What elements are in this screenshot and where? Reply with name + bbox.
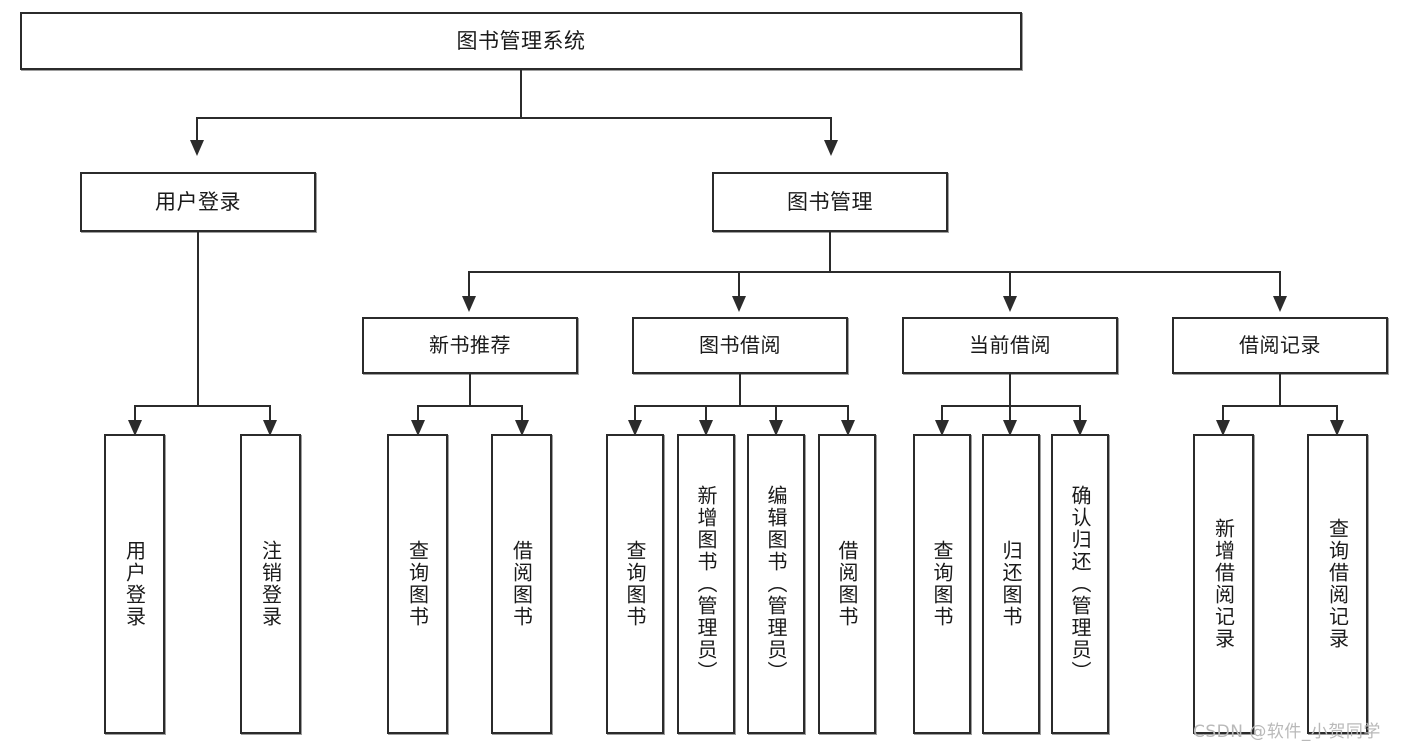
- arrowhead-to-leaf-borrow-record-2: [1330, 420, 1344, 436]
- arrowhead-to-leaf-current-borrow-1: [935, 420, 949, 436]
- node-root[interactable]: 图书管理系统: [20, 12, 1022, 70]
- leaf-book-borrow-3-label: 编辑图书（管理员）: [764, 485, 788, 683]
- connector-user-login-drop-1: [134, 405, 136, 423]
- connector-book-borrow-stem: [739, 374, 741, 406]
- arrowhead-to-leaf-book-borrow-1: [628, 420, 642, 436]
- leaf-current-borrow-1[interactable]: 查询图书: [913, 434, 971, 734]
- leaf-user-login-2-label: 注销登录: [258, 540, 283, 628]
- leaf-current-borrow-2[interactable]: 归还图书: [982, 434, 1040, 734]
- node-book-borrow[interactable]: 图书借阅: [632, 317, 848, 374]
- connector-borrow-record-bus: [1222, 405, 1337, 407]
- node-user-login[interactable]: 用户登录: [80, 172, 316, 232]
- connector-new-book-drop-2: [521, 405, 523, 423]
- arrowhead-to-leaf-book-borrow-2: [699, 420, 713, 436]
- leaf-book-borrow-4-label: 借阅图书: [835, 540, 859, 628]
- node-current-borrow[interactable]: 当前借阅: [902, 317, 1118, 374]
- arrowhead-to-book-borrow: [732, 296, 746, 312]
- arrowhead-to-user-login: [190, 140, 204, 156]
- leaf-current-borrow-2-label: 归还图书: [999, 540, 1023, 628]
- connector-book-borrow-drop-2: [705, 405, 707, 423]
- connector-root-bus: [196, 117, 832, 119]
- node-user-login-label: 用户登录: [155, 189, 241, 214]
- connector-root-stem: [520, 70, 522, 118]
- leaf-borrow-record-1-label: 新增借阅记录: [1211, 518, 1236, 650]
- connector-current-borrow-drop-1: [941, 405, 943, 423]
- node-root-label: 图书管理系统: [456, 28, 586, 53]
- arrowhead-to-leaf-new-book-1: [411, 420, 425, 436]
- connector-borrow-record-drop-1: [1222, 405, 1224, 423]
- leaf-current-borrow-3[interactable]: 确认归还（管理员）: [1051, 434, 1109, 734]
- connector-root-drop-2: [830, 117, 832, 142]
- connector-book-borrow-drop-4: [847, 405, 849, 423]
- csdn-watermark: CSDN @软件_小贺同学: [1193, 722, 1381, 742]
- leaf-user-login-1-label: 用户登录: [122, 540, 147, 628]
- connector-book-manage-drop-2: [738, 271, 740, 299]
- node-new-book[interactable]: 新书推荐: [362, 317, 578, 374]
- leaf-new-book-1-label: 查询图书: [405, 540, 430, 628]
- leaf-book-borrow-1[interactable]: 查询图书: [606, 434, 664, 734]
- connector-book-manage-bus: [468, 271, 1280, 273]
- connector-book-manage-drop-1: [468, 271, 470, 299]
- leaf-book-borrow-4[interactable]: 借阅图书: [818, 434, 876, 734]
- arrowhead-to-leaf-current-borrow-3: [1073, 420, 1087, 436]
- leaf-book-borrow-3[interactable]: 编辑图书（管理员）: [747, 434, 805, 734]
- connector-user-login-stem: [197, 232, 199, 406]
- arrowhead-to-leaf-user-login-2: [263, 420, 277, 436]
- connector-book-manage-drop-4: [1279, 271, 1281, 299]
- connector-current-borrow-bus: [941, 405, 1081, 407]
- arrowhead-to-leaf-user-login-1: [128, 420, 142, 436]
- connector-current-borrow-drop-2: [1009, 405, 1011, 423]
- connector-borrow-record-stem: [1279, 374, 1281, 406]
- connector-book-manage-stem: [829, 232, 831, 272]
- connector-root-drop-1: [196, 117, 198, 142]
- arrowhead-to-book-manage: [824, 140, 838, 156]
- node-book-manage-label: 图书管理: [787, 189, 873, 214]
- leaf-current-borrow-3-label: 确认归还（管理员）: [1068, 485, 1092, 683]
- connector-book-borrow-drop-1: [634, 405, 636, 423]
- leaf-current-borrow-1-label: 查询图书: [930, 540, 954, 628]
- connector-new-book-stem: [469, 374, 471, 406]
- leaf-book-borrow-2-label: 新增图书（管理员）: [694, 485, 718, 683]
- arrowhead-to-leaf-book-borrow-4: [841, 420, 855, 436]
- node-current-borrow-label: 当前借阅: [969, 333, 1051, 357]
- leaf-new-book-1[interactable]: 查询图书: [387, 434, 448, 734]
- leaf-book-borrow-1-label: 查询图书: [623, 540, 647, 628]
- leaf-borrow-record-2-label: 查询借阅记录: [1325, 518, 1350, 650]
- arrowhead-to-new-book: [462, 296, 476, 312]
- connector-new-book-drop-1: [417, 405, 419, 423]
- connector-current-borrow-stem: [1009, 374, 1011, 406]
- arrowhead-to-leaf-borrow-record-1: [1216, 420, 1230, 436]
- leaf-new-book-2[interactable]: 借阅图书: [491, 434, 552, 734]
- leaf-user-login-1[interactable]: 用户登录: [104, 434, 165, 734]
- leaf-user-login-2[interactable]: 注销登录: [240, 434, 301, 734]
- node-book-borrow-label: 图书借阅: [699, 333, 781, 357]
- arrowhead-to-borrow-record: [1273, 296, 1287, 312]
- node-book-manage[interactable]: 图书管理: [712, 172, 948, 232]
- connector-book-manage-drop-3: [1009, 271, 1011, 299]
- leaf-borrow-record-2[interactable]: 查询借阅记录: [1307, 434, 1368, 734]
- node-new-book-label: 新书推荐: [429, 333, 511, 357]
- arrowhead-to-leaf-new-book-2: [515, 420, 529, 436]
- arrowhead-to-current-borrow: [1003, 296, 1017, 312]
- node-borrow-record[interactable]: 借阅记录: [1172, 317, 1388, 374]
- leaf-borrow-record-1[interactable]: 新增借阅记录: [1193, 434, 1254, 734]
- connector-book-borrow-bus: [634, 405, 849, 407]
- leaf-book-borrow-2[interactable]: 新增图书（管理员）: [677, 434, 735, 734]
- connector-borrow-record-drop-2: [1336, 405, 1338, 423]
- arrowhead-to-leaf-current-borrow-2: [1003, 420, 1017, 436]
- node-borrow-record-label: 借阅记录: [1239, 333, 1321, 357]
- connector-user-login-drop-2: [269, 405, 271, 423]
- connector-user-login-bus: [134, 405, 270, 407]
- connector-new-book-bus: [417, 405, 522, 407]
- leaf-new-book-2-label: 借阅图书: [509, 540, 534, 628]
- connector-current-borrow-drop-3: [1079, 405, 1081, 423]
- connector-book-borrow-drop-3: [775, 405, 777, 423]
- arrowhead-to-leaf-book-borrow-3: [769, 420, 783, 436]
